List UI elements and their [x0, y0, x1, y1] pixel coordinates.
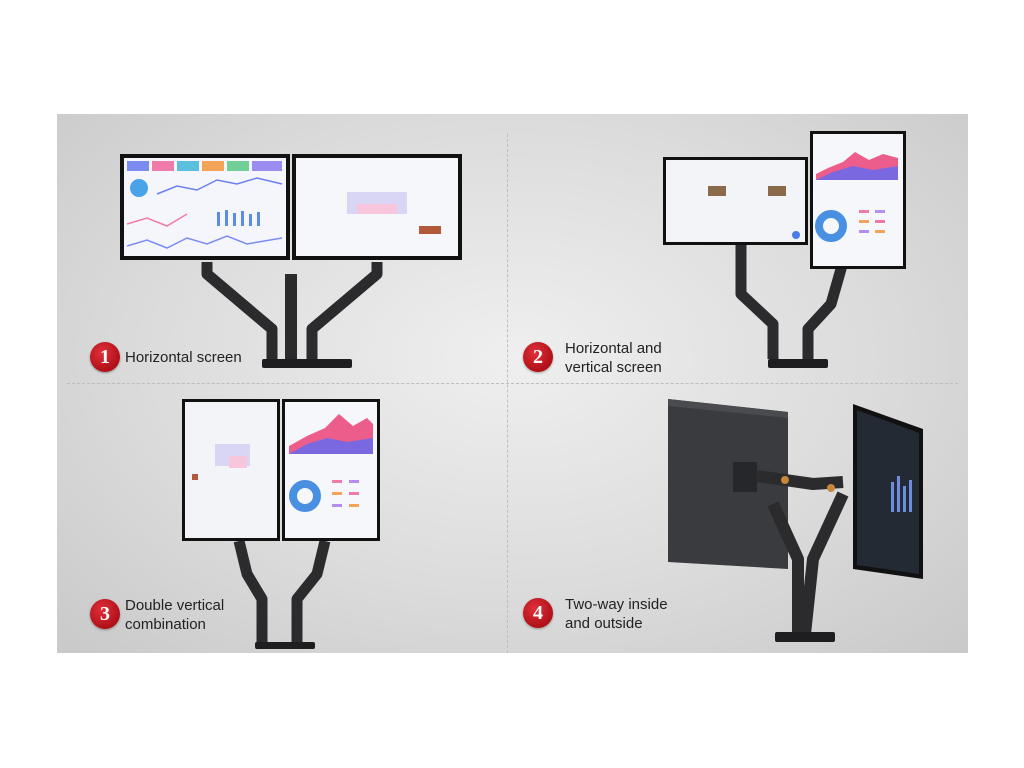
dual-horizontal-monitor-illustration — [120, 154, 462, 368]
two-way-monitor-illustration — [668, 399, 923, 642]
scene-horizontal: 1 Horizontal screen — [57, 114, 512, 383]
scene-double-vertical: 3 Double vertical combination — [57, 384, 512, 653]
horizontal-vertical-monitor-illustration — [663, 131, 906, 368]
scene-horizontal-vertical: 2 Horizontal and vertical screen — [513, 114, 968, 383]
divider-horizontal — [67, 383, 958, 384]
step-badge-3: 3 — [90, 599, 120, 629]
scene-two-way: 4 Two-way inside and outside — [513, 384, 968, 653]
scene-label-3: Double vertical combination — [125, 597, 225, 633]
scene-label-2: Horizontal and vertical screen — [565, 340, 662, 376]
step-badge-1: 1 — [90, 342, 120, 372]
step-badge-4: 4 — [523, 598, 553, 628]
step-badge-2: 2 — [523, 342, 553, 372]
product-panel: 1 Horizontal screen 2 Horizontal and ver… — [57, 114, 968, 653]
divider-vertical — [507, 134, 508, 653]
scene-label-4: Two-way inside and outside — [565, 596, 668, 632]
double-vertical-monitor-illustration — [182, 399, 380, 649]
scene-label-1: Horizontal screen — [125, 349, 242, 366]
